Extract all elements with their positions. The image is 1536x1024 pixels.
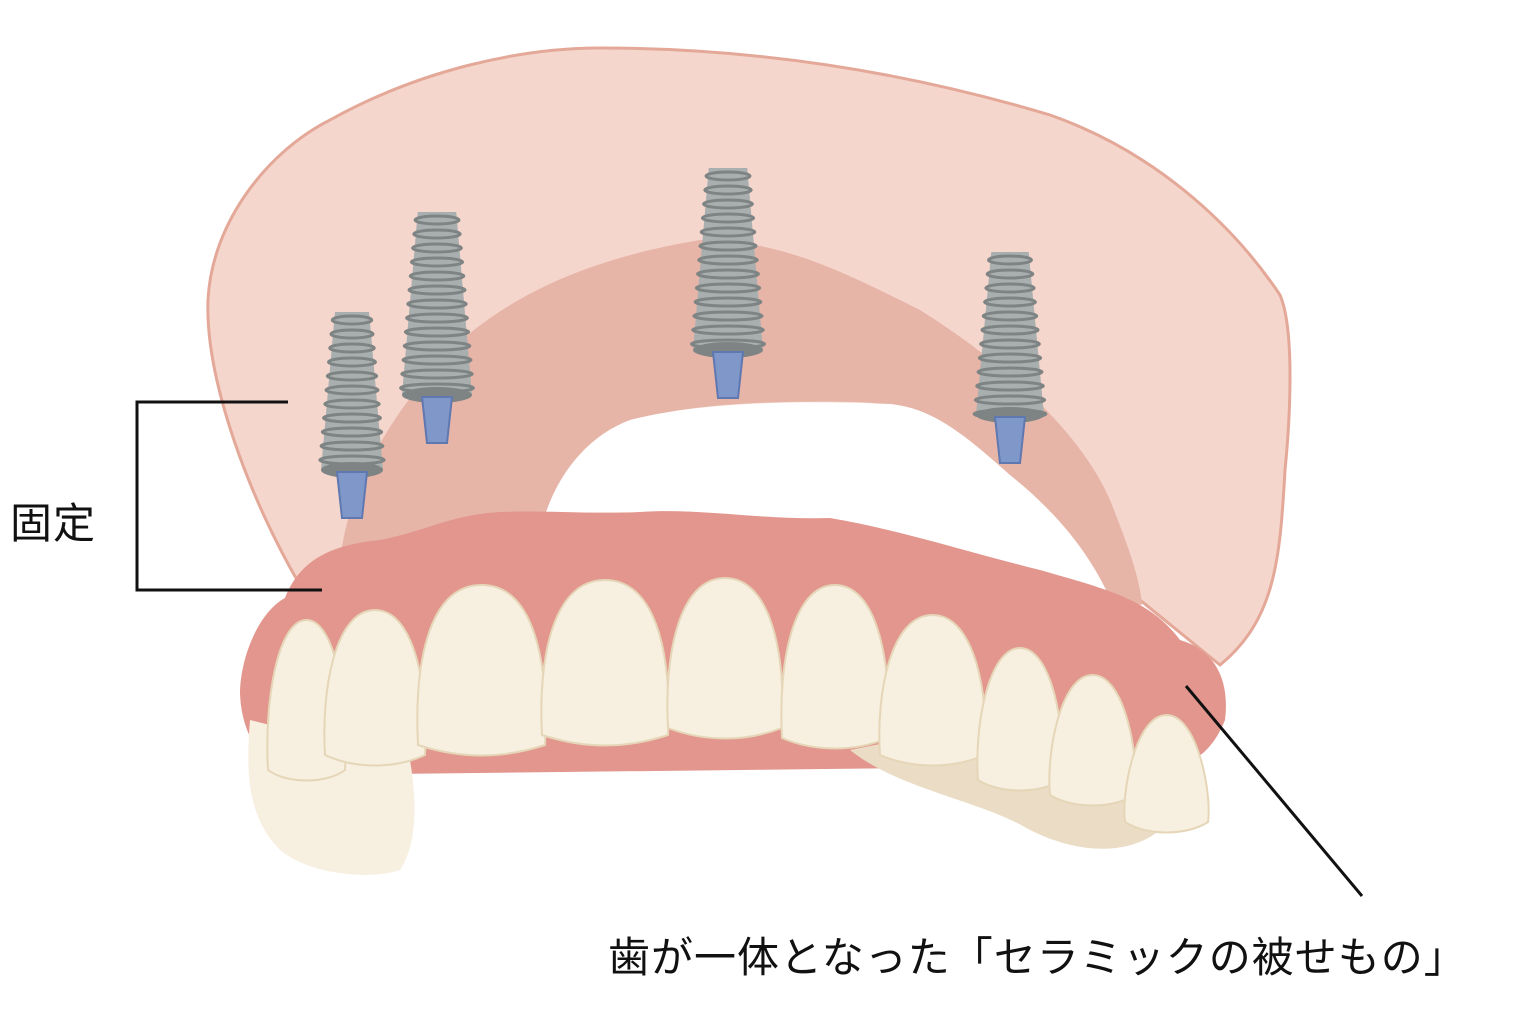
implant <box>690 168 766 399</box>
tooth <box>323 608 427 767</box>
fixed-bracket <box>135 400 322 592</box>
tooth <box>780 583 890 750</box>
abutment <box>711 351 745 399</box>
tooth <box>540 578 670 747</box>
abutment <box>420 396 454 444</box>
tooth <box>1048 673 1137 807</box>
implant <box>399 212 475 444</box>
teeth-crown <box>248 576 1210 875</box>
abutment <box>993 416 1027 464</box>
tooth <box>416 583 547 757</box>
crown-leader-line <box>1184 685 1364 897</box>
palate-opening <box>545 402 1110 598</box>
tooth <box>976 646 1064 792</box>
back-teeth-shadow <box>850 740 1180 849</box>
implant <box>972 252 1048 464</box>
tooth <box>1123 713 1210 834</box>
implant <box>318 312 386 519</box>
fixed-label: 固定 <box>10 499 97 548</box>
abutment <box>335 471 369 519</box>
tooth <box>878 613 987 767</box>
ceramic-crown-label: 歯が一体となった「セラミックの被せもの」 <box>608 933 1467 982</box>
implants <box>318 168 1048 519</box>
tooth <box>666 576 784 740</box>
